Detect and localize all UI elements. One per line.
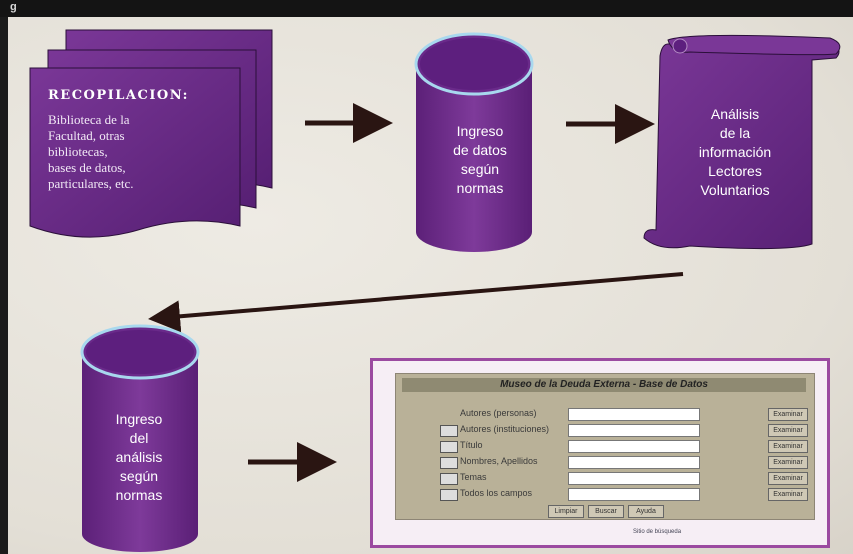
field-checkbox[interactable] bbox=[440, 489, 458, 501]
top-bar: g bbox=[0, 0, 853, 17]
document-front bbox=[29, 67, 241, 238]
ingreso-analisis-line: Ingreso bbox=[115, 411, 163, 427]
form-row-label: Título bbox=[460, 440, 483, 450]
arrow-3 bbox=[148, 272, 684, 333]
examinar-button[interactable]: Examinar bbox=[768, 440, 808, 453]
ingreso-analisis-line: normas bbox=[115, 487, 163, 503]
form-title: Museo de la Deuda Externa - Base de Dato… bbox=[402, 378, 806, 392]
form-row: Temas Examinar bbox=[396, 471, 814, 485]
form-field-input[interactable] bbox=[568, 440, 700, 453]
ingreso-datos-label: Ingreso de datos según normas bbox=[426, 122, 534, 198]
examinar-button[interactable]: Examinar bbox=[768, 408, 808, 421]
form-field-input[interactable] bbox=[568, 456, 700, 469]
form-row-label: Nombres, Apellidos bbox=[460, 456, 538, 466]
form-field-input[interactable] bbox=[568, 472, 700, 485]
examinar-button[interactable]: Examinar bbox=[768, 424, 808, 437]
analisis-label: Análisis de la información Lectores Volu… bbox=[670, 105, 800, 200]
ingreso-analisis-line: según bbox=[119, 468, 159, 484]
form-row: Nombres, Apellidos Examinar bbox=[396, 455, 814, 469]
analisis-line: Lectores bbox=[708, 163, 762, 179]
ingreso-analisis-line: análisis bbox=[115, 449, 163, 465]
field-checkbox[interactable] bbox=[440, 441, 458, 453]
field-checkbox[interactable] bbox=[440, 473, 458, 485]
form-row-label: Autores (personas) bbox=[460, 408, 537, 418]
database-cylinder-bottom bbox=[80, 324, 200, 552]
form-row: Título Examinar bbox=[396, 439, 814, 453]
search-form: Museo de la Deuda Externa - Base de Dato… bbox=[395, 373, 815, 520]
examinar-button[interactable]: Examinar bbox=[768, 456, 808, 469]
recopilacion-body: Biblioteca de la Facultad, otras bibliot… bbox=[48, 112, 198, 192]
form-field-input[interactable] bbox=[568, 488, 700, 501]
recopilacion-line: Facultad, otras bbox=[48, 128, 125, 143]
limpiar-button[interactable]: Limpiar bbox=[548, 505, 584, 518]
form-row-label: Todos los campos bbox=[460, 488, 533, 498]
recopilacion-line: bibliotecas, bbox=[48, 144, 108, 159]
recopilacion-line: Biblioteca de la bbox=[48, 112, 130, 127]
form-field-input[interactable] bbox=[568, 424, 700, 437]
left-bar bbox=[0, 17, 8, 554]
form-row: Autores (personas) Examinar bbox=[396, 407, 814, 421]
ingreso-analisis-line: del bbox=[129, 430, 149, 446]
ayuda-button[interactable]: Ayuda bbox=[628, 505, 664, 518]
recopilacion-line: particulares, etc. bbox=[48, 176, 134, 191]
form-field-input[interactable] bbox=[568, 408, 700, 421]
field-checkbox[interactable] bbox=[440, 457, 458, 469]
analisis-line: Análisis bbox=[710, 106, 760, 122]
analisis-line: de la bbox=[719, 125, 751, 141]
database-cylinder-top bbox=[414, 32, 534, 252]
examinar-button[interactable]: Examinar bbox=[768, 472, 808, 485]
form-row-label: Temas bbox=[460, 472, 487, 482]
top-bar-label: g bbox=[10, 1, 17, 13]
form-row: Autores (instituciones) Examinar bbox=[396, 423, 814, 437]
recopilacion-title: RECOPILACION: bbox=[48, 88, 189, 103]
form-footer: Sitio de búsqueda bbox=[633, 529, 682, 535]
form-row: Todos los campos Examinar bbox=[396, 487, 814, 501]
scroll-shape bbox=[643, 34, 841, 250]
buscar-button[interactable]: Buscar bbox=[588, 505, 624, 518]
examinar-button[interactable]: Examinar bbox=[768, 488, 808, 501]
document-stack bbox=[29, 29, 273, 238]
analisis-line: Voluntarios bbox=[700, 182, 770, 198]
ingreso-analisis-label: Ingreso del análisis según normas bbox=[84, 410, 194, 505]
ingreso-datos-line: según bbox=[460, 161, 500, 177]
field-checkbox[interactable] bbox=[440, 425, 458, 437]
ingreso-datos-line: de datos bbox=[453, 142, 507, 158]
recopilacion-line: bases de datos, bbox=[48, 160, 126, 175]
ingreso-datos-line: normas bbox=[456, 180, 504, 196]
ingreso-datos-line: Ingreso bbox=[456, 123, 504, 139]
analisis-line: información bbox=[698, 144, 772, 160]
form-row-label: Autores (instituciones) bbox=[460, 424, 550, 434]
database-form-screenshot: Museo de la Deuda Externa - Base de Dato… bbox=[370, 358, 830, 548]
